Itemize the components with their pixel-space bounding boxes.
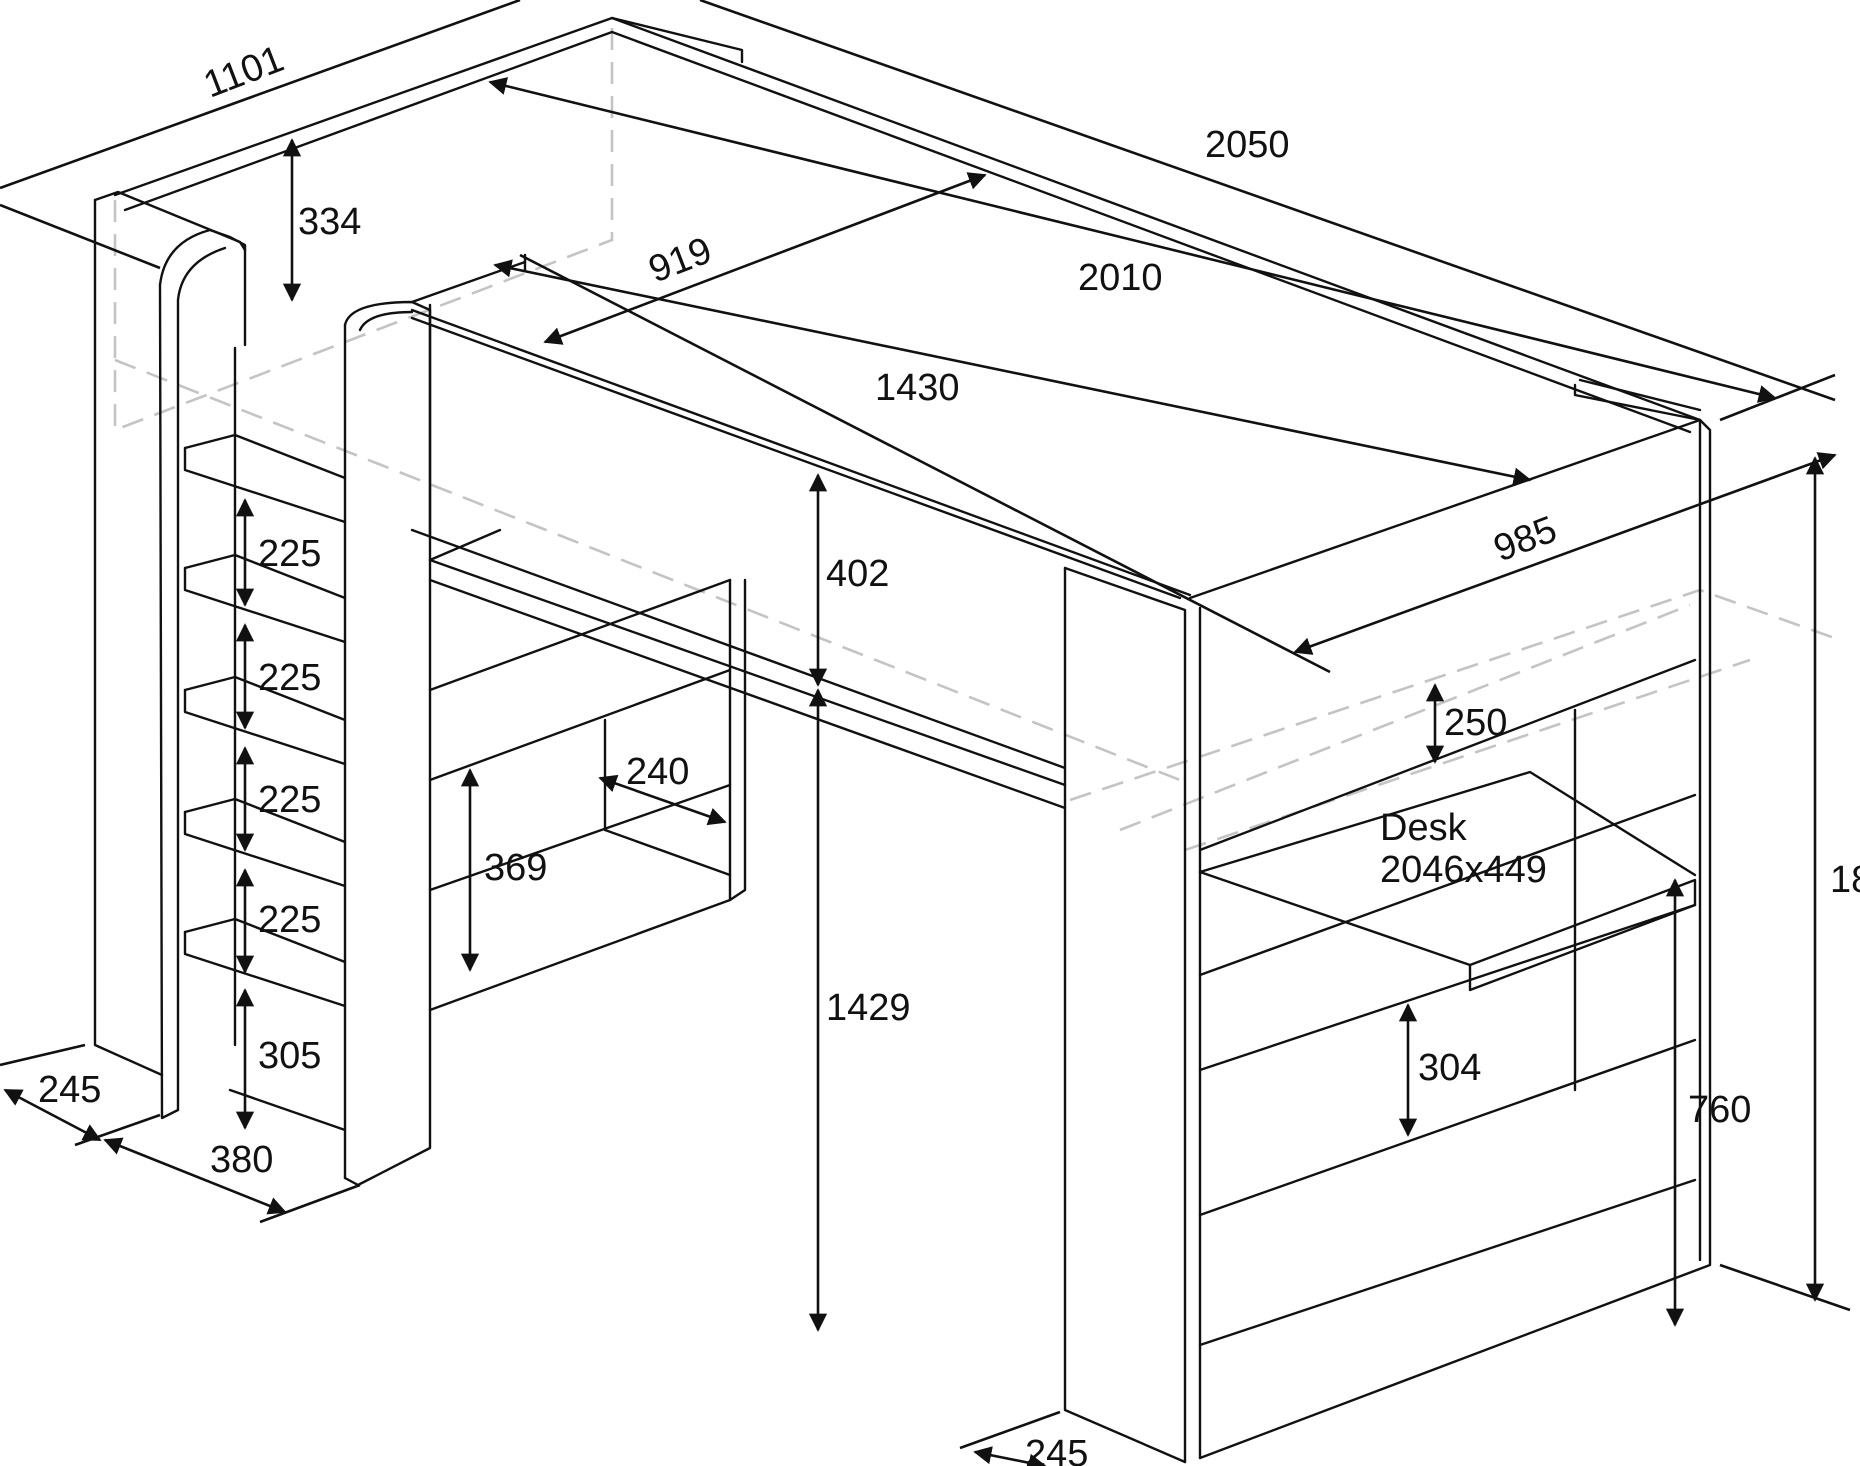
- label-desk-height: 760: [1688, 1089, 1751, 1131]
- label-guard-length: 1430: [875, 367, 960, 409]
- label-desk: Desk: [1380, 807, 1468, 849]
- label-right-shelf-height: 304: [1418, 1047, 1481, 1089]
- label-guard-height: 334: [298, 201, 361, 243]
- label-overall-height: 18: [1830, 859, 1860, 901]
- label-right-depth: 245: [1025, 1433, 1088, 1466]
- label-ladder-depth: 245: [38, 1069, 101, 1111]
- label-shelf-depth: 240: [626, 751, 689, 793]
- label-end-width: 985: [1488, 508, 1562, 570]
- label-ladder-bottom: 305: [258, 1035, 321, 1077]
- label-overall-depth: 1101: [198, 38, 289, 106]
- label-desk-size: 2046x449: [1380, 849, 1547, 891]
- label-ladder-step-1: 225: [258, 533, 321, 575]
- label-ladder-step-3: 225: [258, 779, 321, 821]
- label-bed-side-height: 402: [826, 553, 889, 595]
- label-ladder-step-2: 225: [258, 657, 321, 699]
- label-right-gap: 250: [1444, 702, 1507, 744]
- bed-structure: [93, 16, 1712, 1464]
- dimension-labels: 1101 2050 2010 919 1430 334 985 225 225 …: [38, 38, 1860, 1466]
- label-inner-length: 2010: [1078, 257, 1163, 299]
- label-clearance-height: 1429: [826, 987, 911, 1029]
- label-overall-length: 2050: [1205, 124, 1290, 166]
- hidden-lines: [113, 28, 1841, 852]
- label-ladder-step-4: 225: [258, 899, 321, 941]
- label-ladder-width: 380: [210, 1139, 273, 1181]
- label-shelf-height: 369: [484, 847, 547, 889]
